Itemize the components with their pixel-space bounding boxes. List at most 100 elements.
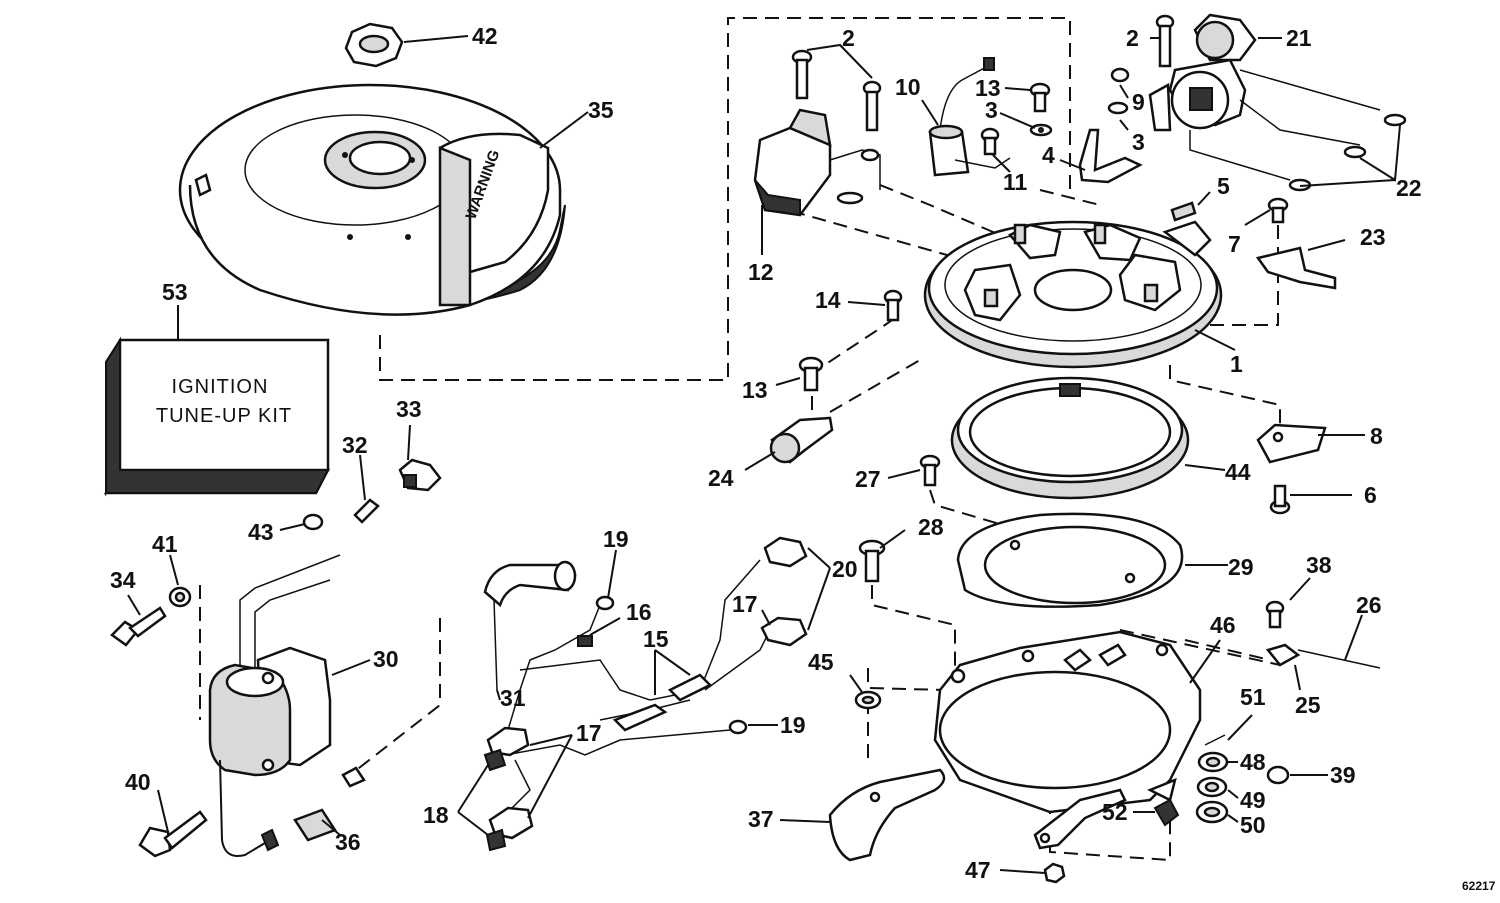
part-27-screw bbox=[919, 454, 941, 487]
callout-15: 15 bbox=[643, 626, 669, 652]
part-29-retainer-plate bbox=[956, 512, 1184, 608]
callout-50: 50 bbox=[1240, 812, 1266, 838]
part-39-nut bbox=[1266, 765, 1290, 785]
callout-31: 31 bbox=[500, 685, 526, 711]
callout-9: 9 bbox=[1132, 89, 1145, 115]
callout-39: 39 bbox=[1330, 762, 1356, 788]
callout-16: 16 bbox=[626, 599, 652, 625]
callout-11: 11 bbox=[1003, 169, 1028, 195]
part-43-nut bbox=[302, 513, 324, 531]
callout-48: 48 bbox=[1240, 749, 1266, 775]
callout-51: 51 bbox=[1240, 684, 1266, 710]
callout-4: 4 bbox=[1042, 142, 1055, 168]
callout-42: 42 bbox=[472, 23, 498, 49]
callout-17: 17 bbox=[732, 591, 758, 617]
callout-26: 26 bbox=[1356, 592, 1382, 618]
callout-32: 32 bbox=[342, 432, 368, 458]
callout-6: 6 bbox=[1364, 482, 1377, 508]
part-2-screws bbox=[791, 14, 1175, 132]
part-7-screw bbox=[1267, 197, 1289, 224]
part-50-washer bbox=[1195, 800, 1229, 824]
callout-1: 1 bbox=[1230, 351, 1243, 377]
kit-label-line1: IGNITION bbox=[172, 376, 269, 398]
part-38-screw bbox=[1265, 600, 1285, 629]
part-41-washer bbox=[168, 586, 192, 608]
part-53-ignition-tune-up-kit: IGNITION TUNE-UP KIT bbox=[103, 336, 331, 497]
part-42-hex-nut bbox=[344, 22, 404, 68]
callout-49: 49 bbox=[1240, 787, 1266, 813]
callout-3: 3 bbox=[1132, 129, 1145, 155]
callout-46: 46 bbox=[1210, 612, 1236, 638]
part-40-bolt bbox=[138, 810, 208, 858]
part-19-terminals bbox=[595, 595, 748, 735]
callout-10: 10 bbox=[895, 74, 921, 100]
part-35-flywheel: WARNING bbox=[178, 83, 566, 316]
callout-13: 13 bbox=[742, 377, 768, 403]
callout-41: 41 bbox=[152, 531, 178, 557]
callout-19: 19 bbox=[603, 526, 629, 552]
part-44-retaining-ring bbox=[950, 376, 1190, 500]
part-small-screws-washers bbox=[980, 67, 1130, 156]
callout-22: 22 bbox=[1396, 175, 1422, 201]
callout-7: 7 bbox=[1228, 231, 1241, 257]
part-32-terminal bbox=[353, 498, 380, 524]
callout-17: 17 bbox=[576, 720, 602, 746]
part-28-screw bbox=[858, 539, 886, 583]
callout-20: 20 bbox=[832, 556, 858, 582]
part-14-screw bbox=[883, 289, 903, 322]
callout-43: 43 bbox=[248, 519, 274, 545]
part-37-throttle-cam bbox=[828, 768, 946, 862]
part-47-nut bbox=[1043, 862, 1066, 884]
part-throttle-lever bbox=[1033, 788, 1127, 850]
callout-2: 2 bbox=[842, 25, 855, 51]
part-10-condenser bbox=[928, 57, 1011, 177]
callout-21: 21 bbox=[1286, 25, 1312, 51]
callout-40: 40 bbox=[125, 769, 151, 795]
callout-53: 53 bbox=[162, 279, 188, 305]
callout-leader-lines bbox=[127, 35, 1401, 874]
part-23-clip bbox=[1255, 246, 1337, 290]
callout-34: 34 bbox=[110, 567, 136, 593]
part-18-connector-clips bbox=[483, 748, 507, 852]
part-25-clip bbox=[1265, 643, 1301, 667]
part-48-washer bbox=[1197, 751, 1229, 773]
part-30-ignition-coil bbox=[208, 554, 341, 857]
part-34-bolt bbox=[110, 606, 167, 647]
callout-numbers: 42 35 53 2 2 21 10 13 9 3 3 4 11 22 5 7 … bbox=[110, 23, 1496, 893]
figure-id: 62217 bbox=[1462, 879, 1496, 893]
part-26-link-rod bbox=[1297, 649, 1381, 669]
callout-52: 52 bbox=[1102, 799, 1128, 825]
callout-29: 29 bbox=[1228, 554, 1254, 580]
part-4-cam-follower bbox=[1078, 128, 1143, 184]
callout-23: 23 bbox=[1360, 224, 1386, 250]
callout-33: 33 bbox=[396, 396, 422, 422]
callout-24: 24 bbox=[708, 465, 734, 491]
part-52-spacer bbox=[1153, 798, 1180, 827]
callout-19: 19 bbox=[780, 712, 806, 738]
part-24-clamp bbox=[769, 416, 834, 464]
part-45-washer bbox=[854, 690, 882, 710]
callout-13: 13 bbox=[975, 75, 1001, 101]
part-31-spark-plug-boot bbox=[483, 560, 577, 691]
callout-36: 36 bbox=[335, 829, 361, 855]
part-33-terminal bbox=[398, 458, 442, 492]
callout-38: 38 bbox=[1306, 552, 1332, 578]
kit-label-line2: TUNE-UP KIT bbox=[156, 405, 292, 427]
callout-47: 47 bbox=[965, 857, 991, 883]
callout-37: 37 bbox=[748, 806, 774, 832]
callout-28: 28 bbox=[918, 514, 944, 540]
callout-35: 35 bbox=[588, 97, 614, 123]
part-46-support-plate bbox=[933, 630, 1202, 814]
part-51-pin bbox=[1204, 734, 1226, 746]
part-6-screw bbox=[1269, 484, 1291, 515]
callout-27: 27 bbox=[855, 466, 881, 492]
part-12-breaker-points bbox=[753, 108, 881, 217]
callout-2: 2 bbox=[1126, 25, 1139, 51]
callout-30: 30 bbox=[373, 646, 399, 672]
part-5-key bbox=[1170, 201, 1197, 222]
callout-14: 14 bbox=[815, 287, 841, 313]
callout-18: 18 bbox=[423, 802, 449, 828]
part-36-spring bbox=[293, 766, 366, 842]
callout-3: 3 bbox=[985, 97, 998, 123]
